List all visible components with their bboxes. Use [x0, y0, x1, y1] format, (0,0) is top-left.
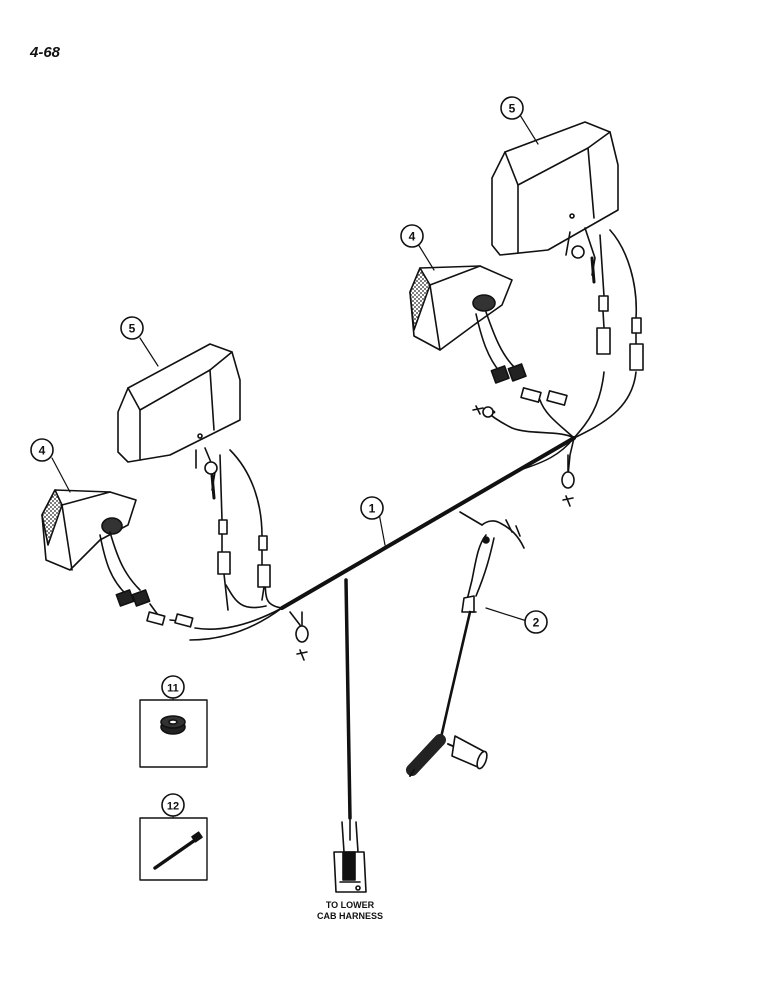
- lower-cab-harness-caption: TO LOWER CAB HARNESS: [300, 900, 400, 922]
- callout-11: 11: [161, 675, 185, 699]
- work-lamp-right: [409, 265, 568, 418]
- caption-line-2: CAB HARNESS: [316, 911, 383, 921]
- callout-4-right: 4: [400, 224, 424, 248]
- ground-symbol-upper: [472, 405, 484, 415]
- caption-line-1: TO LOWER: [325, 900, 375, 910]
- callout-5-right-label: 5: [509, 102, 516, 116]
- callout-4-right-label: 4: [409, 230, 416, 244]
- callout-4-left: 4: [30, 438, 54, 462]
- callout-5-left-label: 5: [129, 322, 136, 336]
- switch-handle: [406, 734, 488, 777]
- switch-branch: [438, 511, 525, 744]
- ground-terminal-left: [295, 611, 309, 661]
- flood-lamp-right: [491, 121, 644, 371]
- cable-tie-box: [139, 817, 208, 881]
- callout-leaders: [51, 114, 539, 819]
- grommet-box: [139, 699, 208, 768]
- callout-5-right: 5: [500, 96, 524, 120]
- flood-lamp-left: [117, 343, 271, 611]
- main-harness: [280, 436, 576, 820]
- left-branch-wires: [169, 579, 303, 641]
- callout-2-label: 2: [533, 616, 540, 630]
- callout-11-label: 11: [167, 683, 179, 695]
- callout-5-left: 5: [120, 316, 144, 340]
- right-branch-wires: [484, 371, 637, 476]
- callout-1-label: 1: [369, 502, 376, 516]
- callout-12-label: 12: [167, 801, 179, 813]
- callout-4-left-label: 4: [39, 444, 46, 458]
- callout-1: 1: [360, 496, 384, 520]
- callout-2: 2: [524, 610, 548, 634]
- page-number: 4-68: [30, 44, 61, 61]
- ground-terminal-right: [561, 454, 575, 507]
- lower-cab-connector: [333, 817, 367, 893]
- work-lamp-left: [41, 489, 194, 628]
- callout-12: 12: [161, 793, 185, 817]
